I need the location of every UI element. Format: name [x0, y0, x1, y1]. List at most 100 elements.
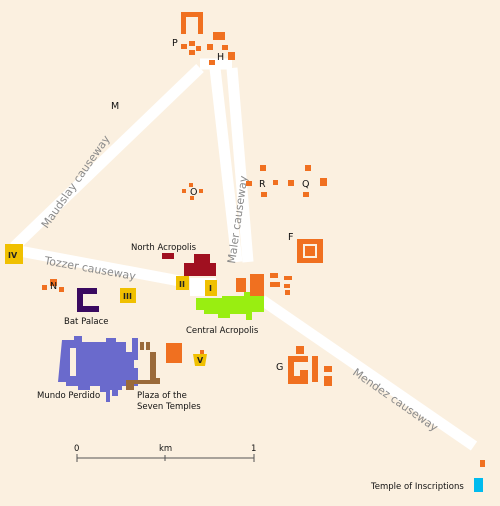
group-r-label: R [259, 179, 266, 190]
central-structure [270, 282, 280, 287]
temple-of-inscriptions-label: Temple of Inscriptions [370, 482, 464, 492]
temple-iii-label: III [123, 292, 132, 301]
group-r-structure [261, 192, 267, 197]
temple-iv-marker: IV [5, 244, 23, 264]
temple-i-badge [205, 280, 217, 296]
group-p-structure [181, 12, 203, 34]
tozzer-causeway [12, 244, 187, 288]
group-h-label: H [217, 52, 224, 63]
group-h-structure [228, 52, 235, 60]
seven-temples-complex [126, 352, 160, 390]
tozzer-causeway-label: Tozzer causeway [42, 254, 137, 283]
central-structure [285, 290, 290, 295]
temple-v-marker: V [193, 354, 207, 366]
scale-start-label: 0 [74, 444, 79, 454]
temple-iv-label: IV [8, 251, 18, 260]
maudslay-causeway [10, 64, 204, 251]
group-h-structure [207, 44, 213, 50]
temple-ii-marker: II [176, 276, 189, 290]
group-h [207, 32, 235, 65]
group-p-structure [181, 44, 187, 49]
group-q-structure [288, 180, 294, 186]
bat-palace-label: Bat Palace [64, 317, 109, 327]
group-p-label: P [172, 38, 178, 49]
central-structure [270, 273, 278, 278]
seven-temples-building [140, 342, 144, 350]
group-h-structure [209, 60, 215, 65]
group-p-structure [189, 41, 195, 46]
group-o-structure [189, 183, 193, 187]
temple-of-inscriptions-annex [480, 460, 485, 467]
group-o-structure [190, 196, 194, 200]
north-acropolis-structure [184, 263, 216, 276]
group-g-structure [324, 376, 332, 386]
group-p [181, 12, 203, 55]
group-q-structure [305, 165, 311, 171]
temple-i-marker: I [205, 280, 217, 296]
group-q-structure [303, 192, 309, 197]
group-o [182, 183, 203, 200]
north-acropolis-structure [194, 254, 210, 264]
group-n [42, 279, 64, 292]
group-g [288, 346, 332, 386]
temple-ii-label: II [179, 280, 185, 289]
group-f-structure [305, 246, 315, 256]
temple-v-badge [193, 354, 207, 366]
seven-temples-label-2: Seven Temples [137, 402, 201, 412]
group-g-structure [324, 366, 332, 372]
central-structures [236, 273, 292, 296]
maler-causeway [209, 67, 243, 263]
central-acropolis [196, 292, 264, 320]
group-p-structure [189, 50, 195, 55]
maler-causeway-east [226, 67, 254, 263]
seven-temples-building [146, 342, 150, 350]
group-m-label: M [111, 101, 119, 112]
scale-bar: 0 km 1 [74, 444, 256, 462]
mundo-perdido [58, 336, 138, 402]
group-g-label: G [276, 362, 283, 373]
central-structure [250, 274, 264, 296]
group-q [288, 165, 327, 197]
mundo-perdido-complex [58, 336, 138, 402]
group-q-label: Q [302, 179, 309, 190]
group-o-structure [182, 189, 186, 193]
group-o-label: O [190, 187, 197, 198]
group-r-structure [246, 181, 252, 186]
group-f [297, 239, 323, 263]
causeways [10, 58, 478, 451]
temple-ii-badge [176, 276, 189, 290]
group-n-structure [42, 285, 47, 290]
central-structure [284, 284, 290, 288]
group-o-structure [199, 189, 203, 193]
group-r [246, 165, 278, 197]
structure-near-v [200, 350, 204, 354]
scale-unit-label: km [159, 444, 172, 454]
group-n-structure [59, 287, 64, 292]
group-r-structure [273, 180, 278, 185]
group-n-structure [50, 279, 57, 286]
north-acropolis-structure [162, 253, 174, 259]
temple-v-label: V [197, 356, 204, 365]
group-g-structure [312, 356, 318, 382]
group-f-label: F [288, 232, 293, 243]
maudslay-causeway-label: Maudslay causeway [39, 133, 113, 231]
mundo-perdido-label: Mundo Perdido [37, 391, 100, 401]
structure-near-v [166, 343, 182, 363]
mundo-perdido-building [112, 386, 118, 396]
group-f-structure [297, 239, 323, 263]
scale-end-label: 1 [251, 444, 256, 454]
temple-iv-badge [5, 244, 23, 264]
mendez-causeway [258, 295, 478, 451]
group-h-structure [222, 45, 228, 50]
north-acropolis-label: North Acropolis [131, 243, 197, 253]
group-g-structure [288, 356, 308, 384]
mundo-perdido-pyramid [93, 352, 107, 366]
central-acropolis-label: Central Acropolis [186, 326, 259, 336]
group-n-label: N [50, 281, 57, 292]
group-q-structure [320, 178, 327, 186]
group-r-structure [260, 165, 266, 171]
central-structure [236, 278, 246, 292]
group-p-structure [196, 46, 201, 51]
temple-iii-badge [120, 288, 136, 303]
group-h-structure [213, 32, 225, 40]
